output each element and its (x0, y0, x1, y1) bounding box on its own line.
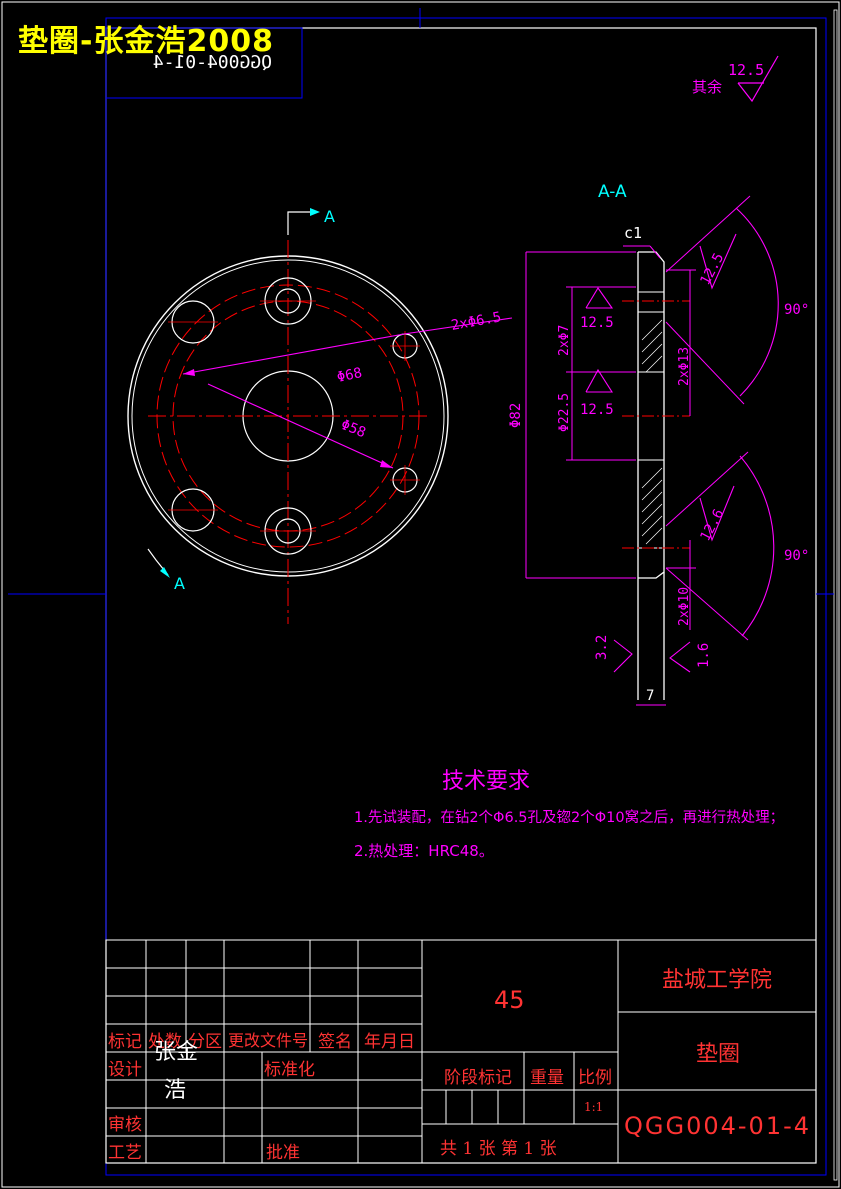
label-design: 设计 (108, 1060, 142, 1080)
tech-req-title: 技术要求 (442, 769, 530, 794)
arrow-down-icon (160, 567, 170, 578)
designer-name-2: 浩 (164, 1078, 187, 1103)
angle-top: 90° (784, 302, 809, 318)
label-change-doc: 更改文件号 (228, 1031, 309, 1050)
label-mark: 标记 (108, 1032, 142, 1052)
title-block-grid (105, 939, 817, 1164)
arrowhead-icon (380, 460, 393, 468)
dim-counterbore-top: 2xΦ13 (677, 347, 692, 386)
label-count: 处数 (148, 1032, 182, 1052)
dim-csk-lower: 2xΦ10 (677, 587, 692, 626)
label-zone: 分区 (188, 1032, 222, 1052)
label-standard: 标准化 (264, 1060, 315, 1080)
arrowhead-icon (183, 369, 195, 376)
dim-pcd-58: Φ58 (339, 417, 368, 441)
angle-bottom: 90° (784, 548, 809, 564)
label-sign: 签名 (318, 1032, 352, 1052)
dim-chamfer: c1 (624, 224, 642, 242)
material: 45 (494, 986, 525, 1014)
roughness-note: 其余 12.5 (692, 55, 779, 103)
page-title: 垫圈-张金浩2008 (18, 24, 274, 59)
dim-thickness: 7 (646, 688, 654, 704)
section-hatching (641, 319, 663, 545)
scale-value: 1:1 (584, 1100, 604, 1114)
section-dimension-texts: c1 Φ82 2xΦ7 Φ22.5 2xΦ13 2xΦ10 90° 90° 12… (508, 224, 809, 704)
designer-name-1: 张金 (154, 1040, 199, 1065)
roughness-2: 12.5 (580, 402, 614, 418)
section-view (525, 195, 779, 706)
roughness-symbol-icon (585, 233, 737, 673)
section-arrow-bottom-label: A (174, 574, 185, 593)
roughness-left: 3.2 (594, 635, 610, 660)
label-weight: 重量 (530, 1068, 564, 1088)
dim-bore: Φ22.5 (557, 393, 572, 432)
front-view (127, 240, 513, 624)
part-name: 垫圈 (696, 1042, 741, 1067)
sheet-count: 共 1 张 第 1 张 (440, 1139, 557, 1159)
roughness-symbol-icon (737, 55, 779, 103)
section-label: A-A (598, 182, 627, 202)
roughness-3: 12.5 (697, 251, 727, 288)
tech-req-line-1: 1.先试装配，在钻2个Φ6.5孔及锪2个Φ10窝之后，再进行热处理； (354, 808, 784, 826)
arrow-right-icon (310, 208, 320, 216)
label-scale: 比例 (578, 1068, 612, 1088)
label-stage: 阶段标记 (444, 1068, 512, 1088)
label-review: 审核 (108, 1115, 142, 1135)
label-date: 年月日 (364, 1032, 415, 1052)
section-arrow-top-label: A (324, 207, 335, 226)
dim-pcd-68: Φ68 (336, 365, 364, 386)
dim-holes-small: 2xΦ6.5 (450, 309, 503, 334)
section-arrow-top: A (287, 207, 335, 235)
roughness-note-value: 12.5 (728, 61, 764, 79)
roughness-note-label: 其余 (692, 78, 722, 96)
dim-counterbore-bottom: 2xΦ7 (557, 325, 572, 356)
school-name: 盐城工学院 (662, 968, 773, 993)
roughness-4: 12.6 (697, 507, 727, 544)
label-process: 工艺 (108, 1143, 142, 1163)
dim-outer-dia: Φ82 (508, 403, 524, 428)
label-approve: 批准 (266, 1143, 300, 1163)
section-arrow-bottom: A (147, 548, 185, 593)
drawing-number: QGG004-01-4 (624, 1112, 812, 1140)
mirrored-drawing-code: QGG004-01-4 (153, 52, 272, 73)
roughness-right: 1.6 (696, 643, 712, 668)
technical-requirements: 技术要求 1.先试装配，在钻2个Φ6.5孔及锪2个Φ10窝之后，再进行热处理； … (354, 769, 784, 860)
tech-req-line-2: 2.热处理：HRC48。 (354, 842, 494, 860)
roughness-1: 12.5 (580, 315, 614, 331)
